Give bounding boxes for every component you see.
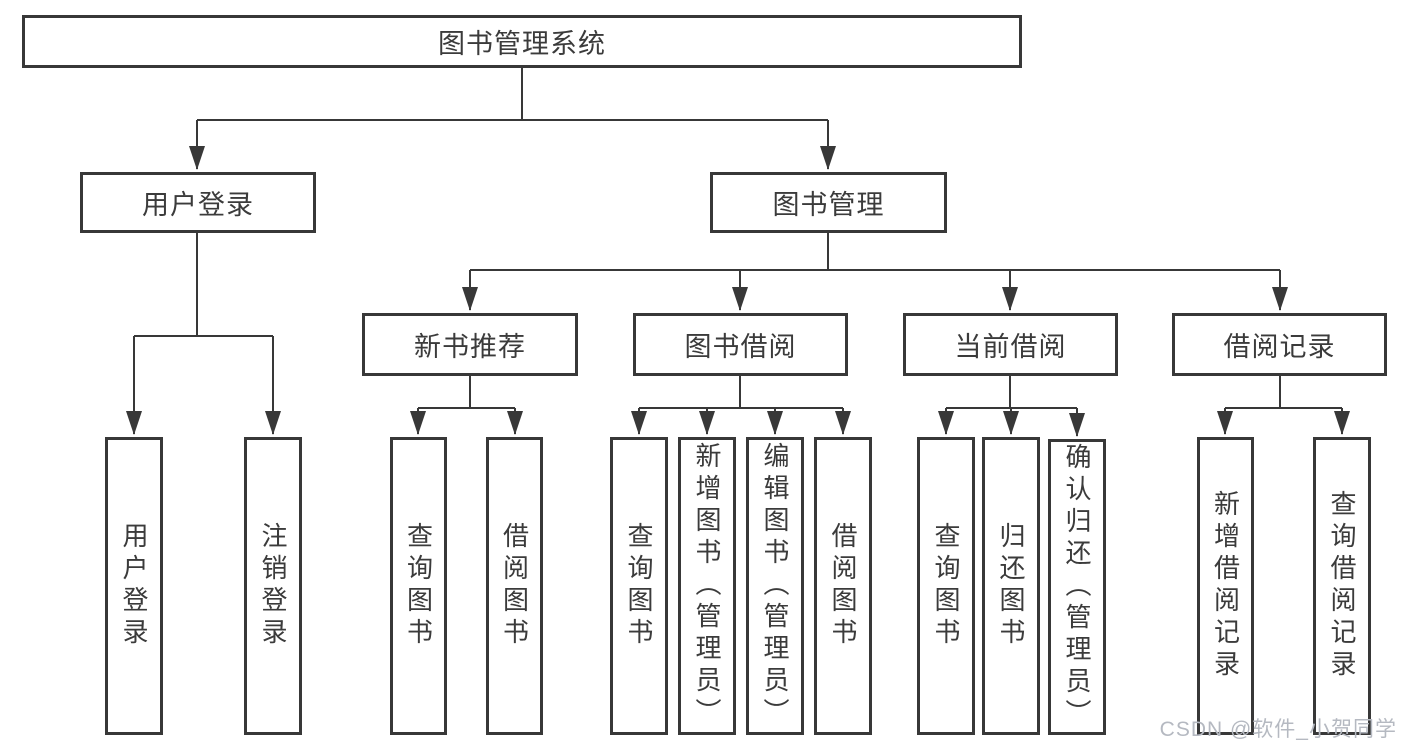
leaf-edit-books-admin: 编辑图书（管理员）	[746, 437, 804, 735]
leaf-return-books: 归还图书	[982, 437, 1040, 735]
node-label: 借阅图书	[828, 522, 858, 650]
node-label: 用户登录	[142, 190, 254, 220]
node-label: 归还图书	[996, 522, 1026, 650]
node-label: 新增借阅记录	[1210, 490, 1241, 682]
node-book-borrow: 图书借阅	[633, 313, 848, 376]
leaf-query-books-borrow: 查询图书	[610, 437, 668, 735]
node-new-book-recommend: 新书推荐	[362, 313, 578, 376]
node-label: 图书管理系统	[438, 29, 606, 59]
node-label: 当前借阅	[954, 332, 1067, 362]
node-library-management-system: 图书管理系统	[22, 15, 1022, 68]
node-borrow-records: 借阅记录	[1172, 313, 1387, 376]
leaf-add-books-admin: 新增图书（管理员）	[678, 437, 736, 735]
node-label: 查询图书	[403, 522, 434, 650]
leaf-user-login: 用户登录	[105, 437, 163, 735]
leaf-query-books-recommend: 查询图书	[390, 437, 447, 735]
node-label: 查询借阅记录	[1327, 490, 1357, 682]
node-label: 新增图书（管理员）	[692, 442, 722, 730]
node-label: 用户登录	[119, 522, 149, 650]
leaf-add-borrow-record: 新增借阅记录	[1197, 437, 1254, 735]
node-label: 借阅图书	[499, 522, 530, 650]
node-label: 编辑图书（管理员）	[760, 442, 790, 730]
node-label: 确认归还（管理员）	[1062, 443, 1092, 731]
node-label: 查询图书	[931, 522, 961, 650]
node-user-login-branch: 用户登录	[80, 172, 316, 233]
node-label: 借阅记录	[1223, 332, 1336, 362]
node-label: 注销登录	[258, 522, 288, 650]
leaf-query-books-current: 查询图书	[917, 437, 975, 735]
leaf-logout: 注销登录	[244, 437, 302, 735]
node-label: 查询图书	[624, 522, 654, 650]
leaf-borrow-books-recommend: 借阅图书	[486, 437, 543, 735]
leaf-query-borrow-record: 查询借阅记录	[1313, 437, 1371, 735]
node-label: 新书推荐	[414, 332, 526, 362]
node-current-borrow: 当前借阅	[903, 313, 1118, 376]
node-label: 图书管理	[772, 190, 885, 220]
node-label: 图书借阅	[684, 332, 797, 362]
csdn-watermark: CSDN @软件_小贺同学	[1159, 718, 1397, 741]
leaf-confirm-return-admin: 确认归还（管理员）	[1048, 439, 1106, 735]
node-book-management-branch: 图书管理	[710, 172, 947, 233]
leaf-borrow-books: 借阅图书	[814, 437, 872, 735]
